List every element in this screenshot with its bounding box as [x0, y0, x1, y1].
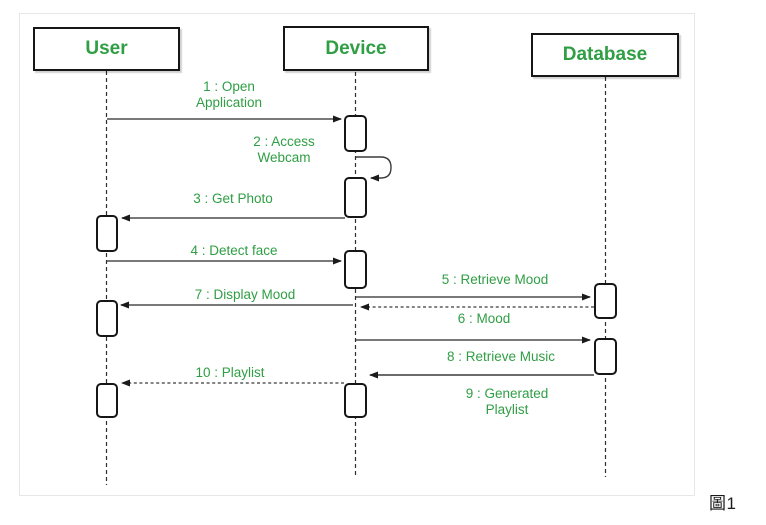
activation-user-2 [96, 300, 118, 337]
activation-device-4 [344, 383, 367, 418]
message-8-label: 8 : Retrieve Music [446, 349, 556, 364]
actor-box-database: Database [531, 33, 679, 77]
activation-user-3 [96, 383, 118, 418]
activation-database-1 [594, 283, 617, 319]
actor-box-user: User [33, 27, 180, 71]
actor-label-device: Device [325, 37, 387, 59]
message-7-label: 7 : Display Mood [194, 287, 296, 302]
message-1-label: 1 : Open Application [195, 79, 263, 110]
message-5-label: 5 : Retrieve Mood [441, 272, 549, 287]
message-10-label: 10 : Playlist [195, 365, 265, 380]
message-9-label: 9 : Generated Playlist [465, 386, 549, 417]
actor-box-device: Device [283, 26, 429, 71]
actor-label-user: User [85, 38, 128, 59]
message-2-self-loop-arrow [356, 156, 392, 182]
activation-device-1 [344, 115, 367, 152]
message-2-label: 2 : Access Webcam [253, 134, 315, 165]
activation-user-1 [96, 215, 118, 252]
activation-database-2 [594, 338, 617, 375]
figure-caption: 圖1 [709, 494, 737, 513]
message-6-label: 6 : Mood [457, 311, 511, 326]
actor-label-database: Database [562, 44, 648, 65]
activation-device-3 [344, 250, 367, 289]
message-4-label: 4 : Detect face [190, 243, 278, 258]
activation-device-2 [344, 177, 367, 218]
message-3-label: 3 : Get Photo [193, 191, 273, 206]
